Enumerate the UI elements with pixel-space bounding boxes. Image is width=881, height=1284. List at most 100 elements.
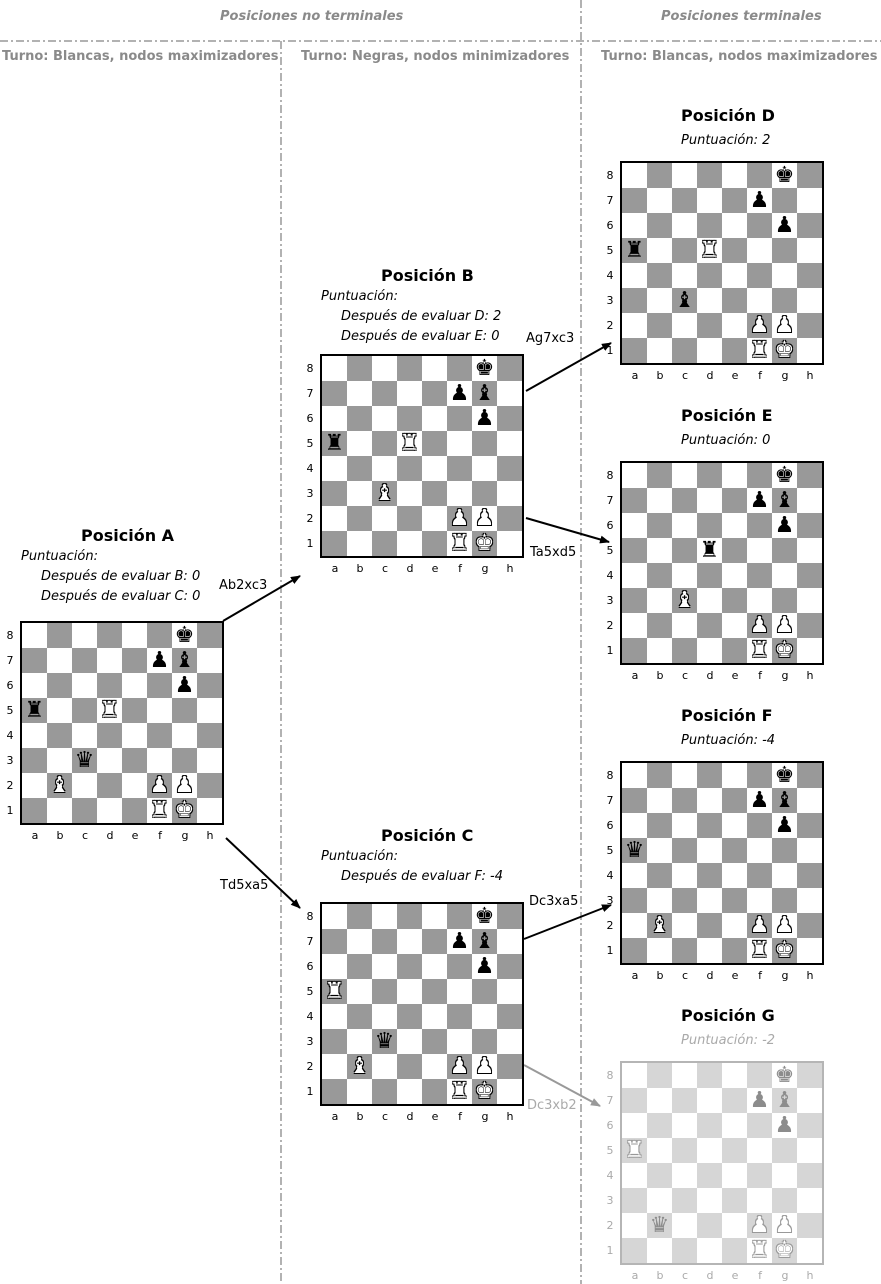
- square-c2: [672, 913, 697, 938]
- position-b-score-line-2: Después de evaluar E: 0: [341, 329, 500, 344]
- rank-label: 3: [306, 487, 314, 500]
- white-pawn-icon: ♟: [474, 1054, 495, 1079]
- white-bishop-icon: ♝: [49, 773, 70, 798]
- square-f7: [747, 488, 772, 513]
- file-label: h: [506, 562, 514, 575]
- square-c6: [372, 954, 397, 979]
- square-b7: [347, 929, 372, 954]
- square-e5: [722, 538, 747, 563]
- file-label: c: [81, 829, 89, 842]
- square-e5: [122, 698, 147, 723]
- square-d6: [397, 954, 422, 979]
- square-h7: [797, 488, 822, 513]
- square-f1: [147, 798, 172, 823]
- square-g4: [472, 456, 497, 481]
- square-a8: [622, 163, 647, 188]
- rank-label: 7: [606, 1094, 614, 1107]
- square-b2: [347, 506, 372, 531]
- square-g7: [472, 381, 497, 406]
- square-f3: [447, 1029, 472, 1054]
- square-d7: [397, 381, 422, 406]
- file-label: b: [656, 369, 664, 382]
- square-b8: [647, 463, 672, 488]
- square-d8: [697, 163, 722, 188]
- square-h5: [497, 979, 522, 1004]
- rank-label: 6: [606, 819, 614, 832]
- rank-label: 1: [306, 1085, 314, 1098]
- square-f7: [147, 648, 172, 673]
- arrow-c-to-f: [523, 904, 612, 940]
- square-b1: [647, 338, 672, 363]
- square-d2: [397, 1054, 422, 1079]
- square-a8: [322, 904, 347, 929]
- square-a7: [622, 488, 647, 513]
- file-label: c: [681, 669, 689, 682]
- square-a5: [622, 538, 647, 563]
- square-b8: [647, 763, 672, 788]
- rank-label: 2: [6, 779, 14, 792]
- square-b8: [347, 356, 372, 381]
- square-c1: [672, 638, 697, 663]
- rank-label: 3: [6, 754, 14, 767]
- square-e5: [422, 431, 447, 456]
- square-f4: [747, 563, 772, 588]
- square-a3: [622, 888, 647, 913]
- black-pawn-icon: ♟: [149, 648, 170, 673]
- square-a1: [22, 798, 47, 823]
- square-a5: [322, 979, 347, 1004]
- file-label: e: [731, 969, 739, 982]
- black-bishop-icon: ♝: [474, 929, 495, 954]
- white-pawn-icon: ♟: [749, 613, 770, 638]
- rank-label: 8: [606, 769, 614, 782]
- square-c5: [672, 1138, 697, 1163]
- square-h5: [197, 698, 222, 723]
- square-h6: [797, 1113, 822, 1138]
- square-c5: [672, 838, 697, 863]
- square-h2: [197, 773, 222, 798]
- white-pawn-icon: ♟: [474, 506, 495, 531]
- rank-label: 8: [306, 362, 314, 375]
- square-d6: [697, 813, 722, 838]
- rank-label: 5: [606, 844, 614, 857]
- position-a-title: Posición A: [81, 526, 175, 545]
- square-d3: [697, 888, 722, 913]
- square-b7: [347, 381, 372, 406]
- square-d7: [397, 929, 422, 954]
- square-d8: [397, 904, 422, 929]
- square-g3: [172, 748, 197, 773]
- square-b8: [47, 623, 72, 648]
- square-c1: [372, 531, 397, 556]
- square-g6: [472, 406, 497, 431]
- white-king-icon: ♚: [474, 531, 495, 556]
- square-c7: [372, 929, 397, 954]
- square-a1: [322, 1079, 347, 1104]
- square-c4: [672, 1163, 697, 1188]
- file-label: g: [481, 562, 489, 575]
- file-label: e: [431, 562, 439, 575]
- square-b5: [647, 238, 672, 263]
- square-d8: [697, 463, 722, 488]
- square-f6: [747, 513, 772, 538]
- square-a1: [622, 638, 647, 663]
- square-h3: [797, 1188, 822, 1213]
- white-pawn-icon: ♟: [749, 1213, 770, 1238]
- black-king-icon: ♚: [774, 463, 795, 488]
- square-f8: [747, 1063, 772, 1088]
- square-b3: [47, 748, 72, 773]
- square-b7: [647, 488, 672, 513]
- square-b1: [647, 938, 672, 963]
- square-d6: [97, 673, 122, 698]
- square-c3: [372, 481, 397, 506]
- square-a7: [622, 1088, 647, 1113]
- square-b3: [347, 1029, 372, 1054]
- black-rook-icon: ♜: [699, 538, 720, 563]
- square-c2: [372, 1054, 397, 1079]
- square-e7: [722, 188, 747, 213]
- square-c2: [672, 1213, 697, 1238]
- square-h4: [497, 1004, 522, 1029]
- position-a-score-line-2: Después de evaluar C: 0: [41, 589, 201, 604]
- square-c8: [672, 1063, 697, 1088]
- square-f2: [447, 506, 472, 531]
- rank-label: 4: [306, 1010, 314, 1023]
- square-c3: [672, 888, 697, 913]
